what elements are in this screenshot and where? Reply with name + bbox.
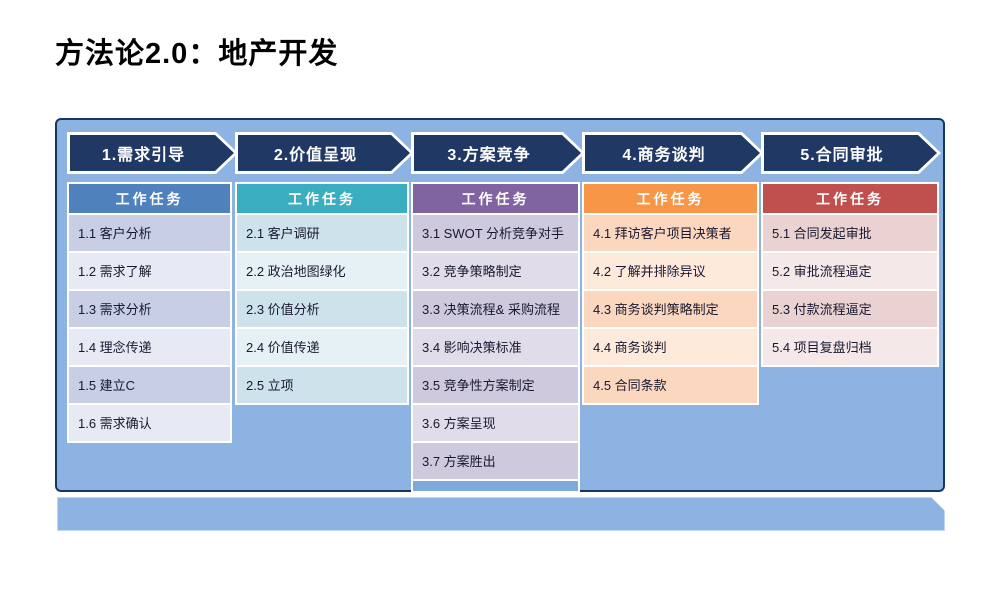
arrow-fill (414, 135, 581, 171)
task-item: 5.3 付款流程逼定 (761, 291, 939, 329)
task-item: 3.6 方案呈现 (411, 405, 580, 443)
column-header: 工作任务 (761, 182, 939, 215)
arrow-shape (235, 132, 414, 174)
phase-arrow-label: 4.商务谈判 (622, 147, 706, 164)
arrow-fill (585, 135, 760, 171)
page-title: 方法论2.0：地产开发 (55, 38, 339, 70)
task-item: 4.2 了解并排除异议 (582, 253, 759, 291)
phase-arrow: 2.价值呈现 (235, 132, 414, 174)
task-item: 3.1 SWOT 分析竞争对手 (411, 215, 580, 253)
arrow-shape (411, 132, 585, 174)
task-item: 4.1 拜访客户项目决策者 (582, 215, 759, 253)
task-item: 3.3 决策流程& 采购流程 (411, 291, 580, 329)
phase-arrow: 4.商务谈判 (582, 132, 764, 174)
phase-arrow-label: 3.方案竞争 (447, 147, 531, 164)
phase-arrow-label: 5.合同审批 (800, 147, 884, 164)
task-item: 1.5 建立C (67, 367, 232, 405)
task-item: 1.6 需求确认 (67, 405, 232, 443)
task-item: 3.4 影响决策标准 (411, 329, 580, 367)
task-item: 3.2 竞争策略制定 (411, 253, 580, 291)
task-item: 3.7 方案胜出 (411, 443, 580, 481)
arrow-shape (582, 132, 764, 174)
task-item: 4.3 商务谈判策略制定 (582, 291, 759, 329)
phase-arrow: 1.需求引导 (67, 132, 238, 174)
task-item: 2.1 客户调研 (235, 215, 409, 253)
task-item: 2.4 价值传递 (235, 329, 409, 367)
task-item: 1.3 需求分析 (67, 291, 232, 329)
column-header: 工作任务 (582, 182, 759, 215)
arrow-shape (67, 132, 238, 174)
column-header: 工作任务 (235, 182, 409, 215)
arrow-fill (764, 135, 937, 171)
task-item: 1.1 客户分析 (67, 215, 232, 253)
arrow-fill (70, 135, 234, 171)
phase-arrow: 3.方案竞争 (411, 132, 585, 174)
task-item: 5.1 合同发起审批 (761, 215, 939, 253)
phase-arrow-label: 1.需求引导 (101, 147, 186, 164)
task-item: 1.2 需求了解 (67, 253, 232, 291)
phase-arrow-label: 2.价值呈现 (273, 147, 358, 164)
task-item: 2.2 政治地图绿化 (235, 253, 409, 291)
task-item: 5.2 审批流程逼定 (761, 253, 939, 291)
arrow-fill (238, 135, 410, 171)
phase-arrow: 5.合同审批 (761, 132, 941, 174)
task-item: 2.5 立项 (235, 367, 409, 405)
column-header: 工作任务 (411, 182, 580, 215)
arrow-shape (761, 132, 941, 174)
column-filler (411, 481, 580, 493)
task-item: 4.4 商务谈判 (582, 329, 759, 367)
footer-bar (57, 497, 945, 531)
task-item: 5.4 项目复盘归档 (761, 329, 939, 367)
column-header: 工作任务 (67, 182, 232, 215)
task-item: 1.4 理念传递 (67, 329, 232, 367)
task-item: 2.3 价值分析 (235, 291, 409, 329)
task-item: 3.5 竞争性方案制定 (411, 367, 580, 405)
task-item: 4.5 合同条款 (582, 367, 759, 405)
